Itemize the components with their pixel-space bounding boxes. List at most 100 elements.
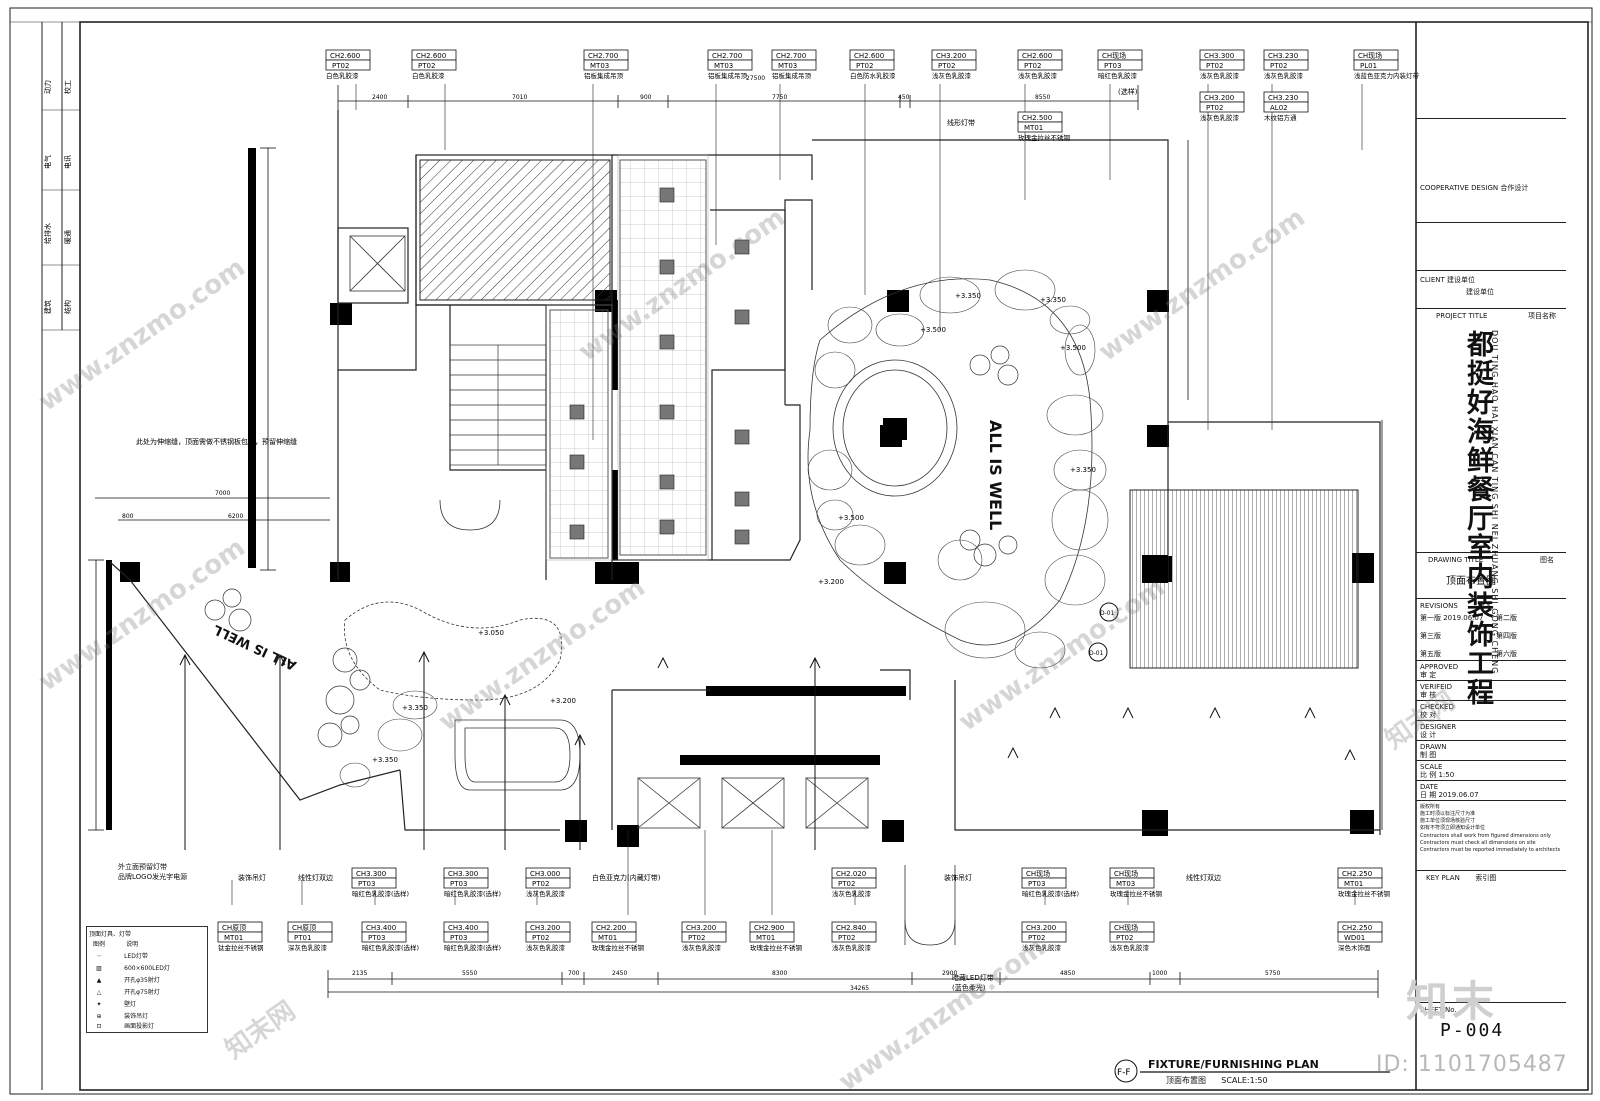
svg-text:电气: 电气 xyxy=(43,155,52,169)
tb-rev4: 第四版 xyxy=(1496,632,1517,640)
detail-tag-label-2: D-01 xyxy=(1089,650,1104,657)
svg-text:2900: 2900 xyxy=(942,970,957,977)
tag-description: 钛金拉丝不锈钢 xyxy=(218,943,264,952)
tb-designer: DESIGNER xyxy=(1420,723,1457,731)
watermark-id: ID: 1101705487 xyxy=(1376,1052,1568,1077)
tag-material: PT01 xyxy=(294,934,311,942)
tag-description: 浅灰色乳胶漆 xyxy=(1264,71,1304,80)
tag-leader-lines xyxy=(231,84,1363,915)
tag-description: 深色木饰面 xyxy=(1338,943,1371,952)
tb-designer-cn: 设 计 xyxy=(1420,731,1437,739)
note-facade-light: 外立面预留灯带 xyxy=(118,863,167,871)
tag-description: 浅灰色乳胶漆 xyxy=(932,71,972,80)
entrance-doors xyxy=(439,499,956,946)
svg-text:900: 900 xyxy=(640,94,652,101)
tag-description: 暗红色乳胶漆(选样) xyxy=(362,943,419,952)
left-strip-cells xyxy=(42,109,80,331)
tag-code: CH现场 xyxy=(1114,923,1138,932)
tb-drawing-title-label: DRAWING TITLE xyxy=(1428,556,1484,564)
svg-text:+3.050: +3.050 xyxy=(478,629,504,637)
tag-code: CH2.250 xyxy=(1342,870,1372,878)
staircase xyxy=(449,344,547,466)
tag-description: 暗红色乳胶漆(选样) xyxy=(444,943,501,952)
tag-description: 木纹铝方通 xyxy=(1264,113,1297,122)
note-led-color: (蓝色柔光) xyxy=(952,983,986,992)
plan-title-sub: 顶面布置图 SCALE:1:50 xyxy=(1166,1076,1268,1085)
legend-item-projector: ⊡ 画面投影灯 xyxy=(91,1021,206,1033)
central-fixtures xyxy=(883,418,1168,583)
projector-lamp-icon: ⊡ xyxy=(96,1023,102,1030)
spotlight-35-icon: ▲ xyxy=(96,977,102,984)
tb-note2: 施工时须以标注尺寸为准 xyxy=(1420,811,1476,817)
tag-code: CH2.840 xyxy=(836,924,866,932)
tag-code: CH3.200 xyxy=(686,924,716,932)
section-tag-ff xyxy=(1114,1059,1138,1083)
tag-code: CH2.600 xyxy=(1022,52,1052,60)
tag-material: WD01 xyxy=(1344,934,1365,942)
tb-date: DATE xyxy=(1420,783,1439,791)
tb-note-en2: Contractors must check all dimensions on… xyxy=(1420,840,1536,846)
svg-text:结构: 结构 xyxy=(63,300,72,314)
svg-text:800: 800 xyxy=(122,513,134,520)
lighting-legend: 顶面灯具、灯带 图例 说明 ┄ LED灯带 ▨ 600×600LED灯 ▲ 开孔… xyxy=(86,926,208,1033)
tag-material: MT03 xyxy=(1116,880,1135,888)
ceiling-logo-mirrored-b: ALL IS WELL xyxy=(211,621,299,672)
tb-client-value: 建设单位 xyxy=(1466,288,1494,296)
tag-material: PT03 xyxy=(1104,62,1121,70)
tb-key-plan: KEY PLAN 索引图 xyxy=(1426,874,1497,882)
square-downlights xyxy=(569,187,750,545)
tag-material: PT02 xyxy=(1270,62,1287,70)
ceiling-height-markers: +3.350 +3.500 +3.350 +3.200 +3.500 +3.05… xyxy=(372,292,1096,764)
tag-description: 玫瑰金拉丝不锈钢 xyxy=(592,943,645,952)
svg-text:2450: 2450 xyxy=(612,970,627,977)
tag-code: CH现场 xyxy=(1358,51,1382,60)
plan-title-en: FIXTURE/FURNISHING PLAN xyxy=(1148,1058,1319,1071)
svg-text:8550: 8550 xyxy=(1035,94,1050,101)
tag-material: PT02 xyxy=(532,934,549,942)
tag-material: PT02 xyxy=(532,880,549,888)
tag-code: CH3.230 xyxy=(1268,52,1298,60)
top-dimension-line xyxy=(337,85,1139,110)
tag-description: 铝板集成吊顶 xyxy=(584,71,624,80)
project-title-cn: 都挺好海鲜餐厅室内装饰工程 xyxy=(1462,330,1493,707)
tb-verified: VERIFEID xyxy=(1420,683,1453,691)
svg-text:给排水: 给排水 xyxy=(43,223,52,244)
section-tag-label: F-F xyxy=(1117,1068,1131,1078)
tag-description: 浅灰色乳胶漆 xyxy=(832,889,872,898)
tb-note-en1: Contractors shall work from figured dime… xyxy=(1420,833,1551,839)
tag-code: CH2.900 xyxy=(754,924,784,932)
tag-code: CH3.400 xyxy=(366,924,396,932)
svg-text:+3.350: +3.350 xyxy=(372,756,398,764)
tag-code: CH2.600 xyxy=(330,52,360,60)
tag-code: CH现场 xyxy=(1102,51,1126,60)
tag-description: 浅灰色乳胶漆 xyxy=(1022,943,1062,952)
tag-code: CH3.200 xyxy=(1026,924,1056,932)
hatched-ceiling-zone xyxy=(419,159,611,301)
tag-material: PT02 xyxy=(1116,934,1133,942)
tag-material: PT02 xyxy=(856,62,873,70)
svg-text:+3.500: +3.500 xyxy=(920,326,946,334)
tb-drawing-title: 顶面布置图 xyxy=(1446,576,1496,587)
black-beams xyxy=(106,148,906,830)
tag-description: 浅灰色乳胶漆 xyxy=(832,943,872,952)
tag-material: PT02 xyxy=(838,934,855,942)
note-linear-double: 线性灯双边 xyxy=(298,873,333,882)
tag-material: MT03 xyxy=(590,62,609,70)
tag-description: 玫瑰金拉丝不锈钢 xyxy=(1338,889,1391,898)
material-tags: CH2.600PT02白色乳胶漆CH2.600PT02白色乳胶漆CH2.700M… xyxy=(217,49,1420,952)
